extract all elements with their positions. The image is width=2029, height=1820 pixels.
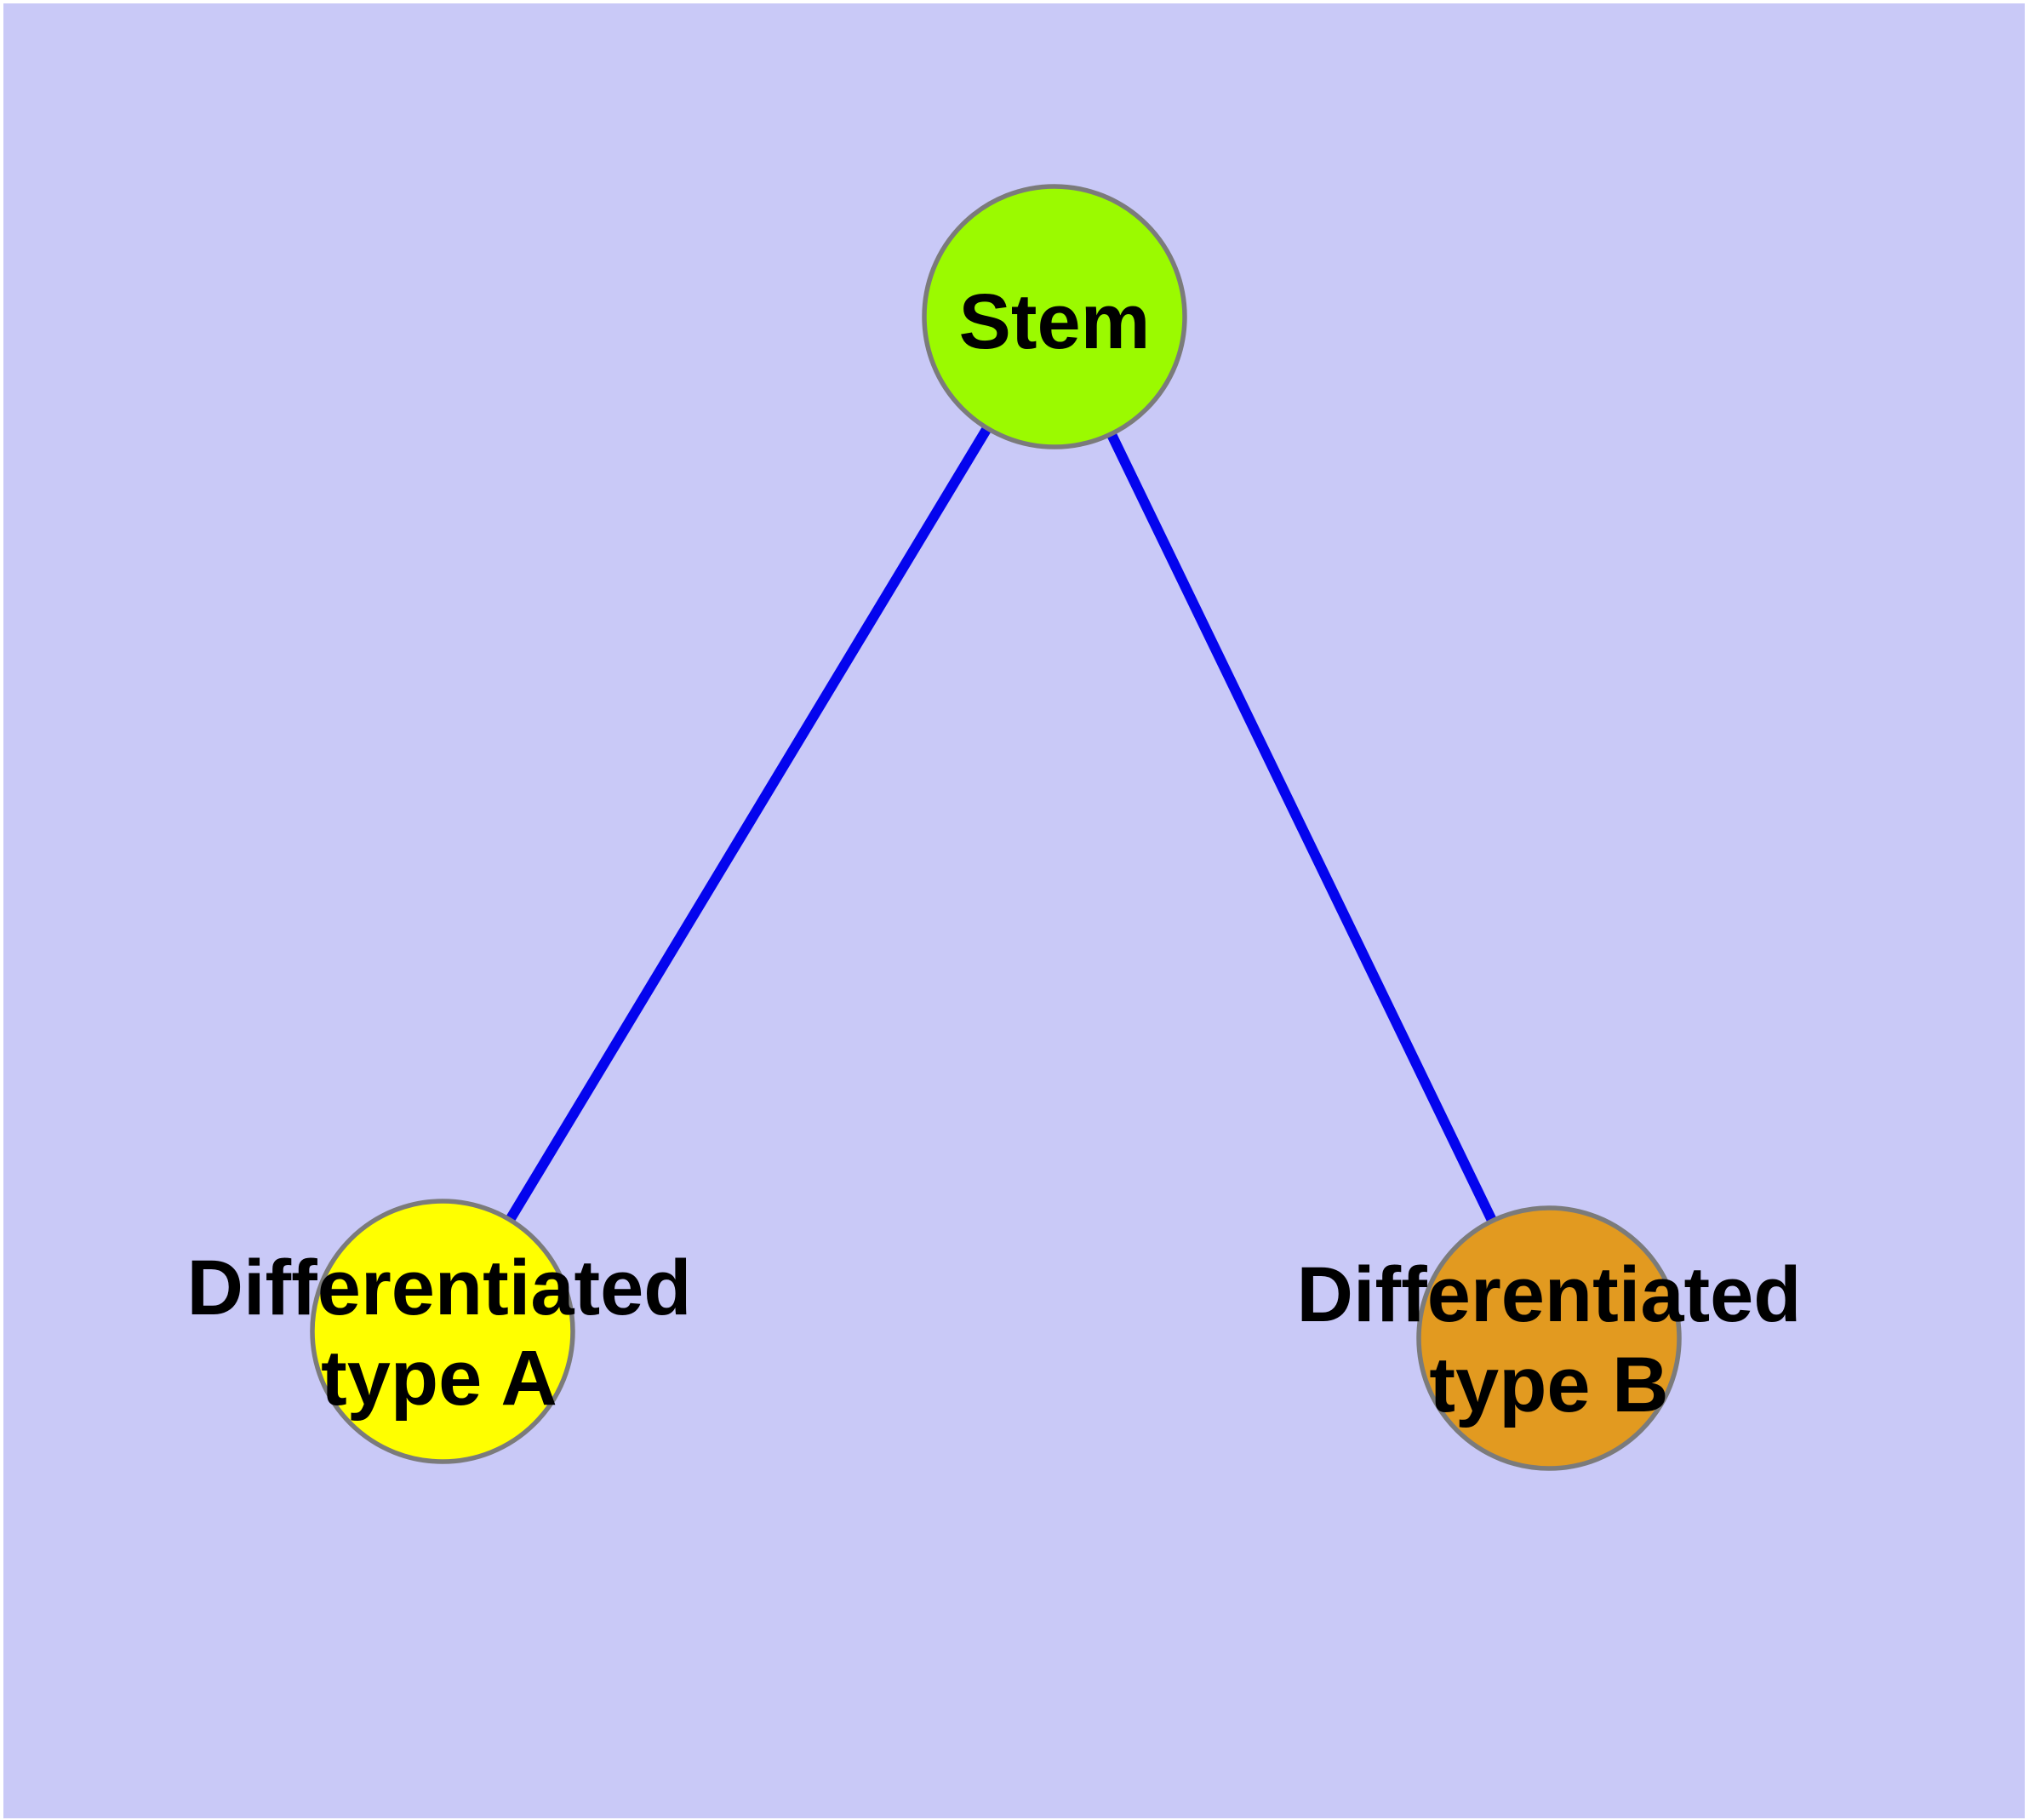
node-stem-circle [922, 184, 1187, 449]
node-type-a-circle [310, 1199, 575, 1464]
node-type-a-label: Differentiated type A [187, 1243, 692, 1423]
node-type-b-label: Differentiated type B [1297, 1250, 1802, 1430]
node-type-b-label-line1: Differentiated [1296, 1251, 1802, 1338]
node-type-a-label-line2: type A [321, 1335, 557, 1422]
edge-stem-to-type-b [1049, 314, 1554, 1341]
edge-stem-to-type-a [437, 313, 1060, 1335]
node-stem-label-line1: Stem [958, 278, 1151, 365]
node-type-b-label-line2: type B [1429, 1342, 1669, 1428]
node-type-a-label-line1: Differentiated [186, 1245, 692, 1331]
node-type-b-circle [1416, 1205, 1682, 1471]
node-stem-label: Stem [959, 277, 1151, 367]
